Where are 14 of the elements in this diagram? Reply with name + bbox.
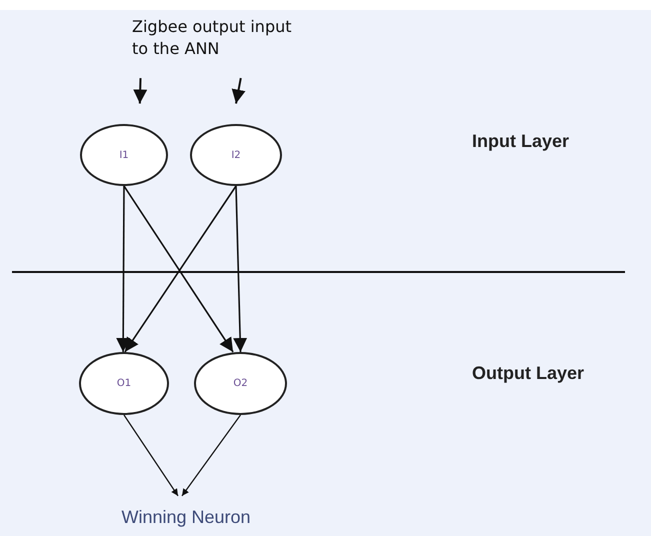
arrow	[124, 414, 178, 496]
neuron-circle: I2	[190, 124, 282, 186]
arrow	[232, 78, 246, 104]
output-label: Winning Neuron	[86, 505, 286, 529]
neuron-circle: O1	[79, 352, 169, 415]
neuron-circle: I1	[80, 124, 168, 186]
layer-label: Output Layer	[472, 363, 584, 384]
arrow	[233, 186, 248, 352]
arrow	[133, 78, 148, 104]
input-caption: Zigbee output input to the ANN	[132, 16, 302, 62]
arrow	[182, 414, 241, 496]
layer-label: Input Layer	[472, 131, 570, 152]
arrow	[116, 186, 130, 352]
neuron-circle: O2	[194, 352, 287, 415]
